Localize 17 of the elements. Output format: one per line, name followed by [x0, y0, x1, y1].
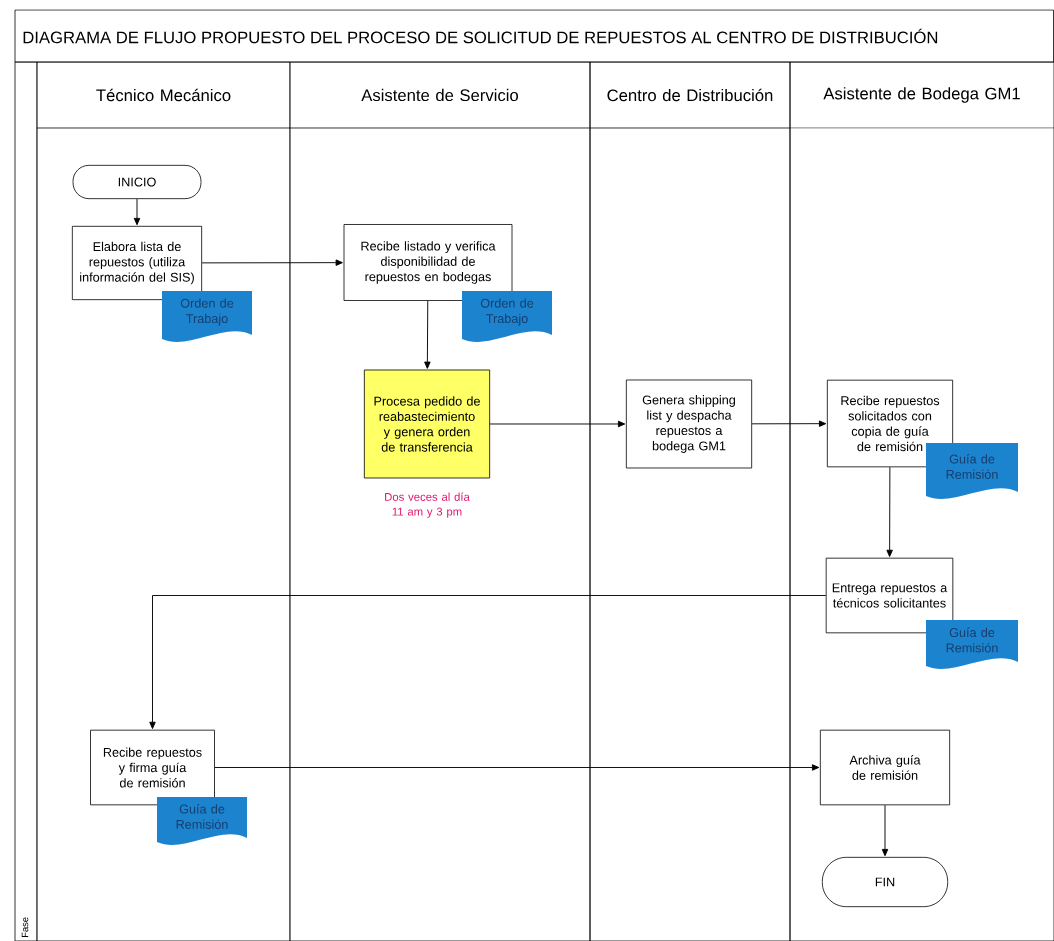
process-box: Genera shipping list y despacha repuestos a bodega GM1 [625, 379, 753, 469]
note: Dos veces al día 11 am y 3 pm [385, 492, 470, 518]
phase-label: Fase [21, 917, 29, 937]
arrow [881, 804, 889, 857]
arrow [149, 595, 827, 729]
process-box: Archiva guía de remisión [819, 729, 951, 806]
arrow [201, 259, 343, 266]
terminal-box: INICIO [72, 164, 202, 200]
terminal-box: FIN [821, 856, 949, 908]
arrow [424, 300, 431, 369]
arrow [489, 420, 626, 428]
arrow [214, 764, 820, 771]
process-box: Procesa pedido de reabastecimiento y genera orden de transferencia [363, 369, 491, 479]
arrow [133, 198, 141, 226]
arrow [751, 420, 827, 427]
arrow [886, 466, 893, 557]
title: DIAGRAMA DE FLUJO PROPUESTO DEL PROCESO DE SOLICITUD DE REPUESTOS AL CENTRO DE DISTRIBUCIÓN [23, 28, 938, 44]
